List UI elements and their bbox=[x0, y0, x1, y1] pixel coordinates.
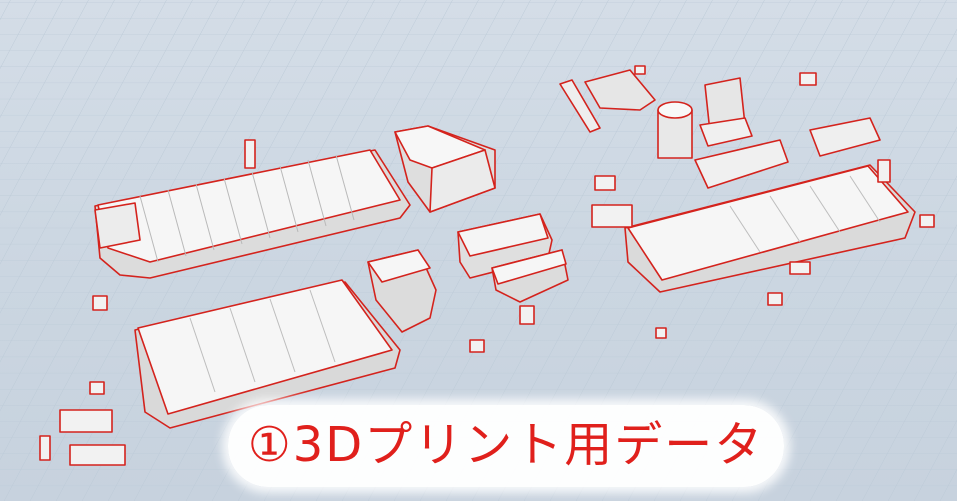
building-models[interactable] bbox=[39, 65, 935, 466]
building-group-large-factory[interactable] bbox=[94, 139, 411, 279]
building-lower-tower[interactable] bbox=[367, 249, 437, 333]
building-group-right-complex[interactable] bbox=[624, 117, 916, 293]
caption-banner: ①3Dプリント用データ bbox=[228, 405, 784, 487]
building-tower-block[interactable] bbox=[394, 125, 496, 213]
caption-title: ①3Dプリント用データ bbox=[247, 417, 765, 473]
building-cylinder-tank[interactable] bbox=[657, 101, 693, 159]
building-lower-left[interactable] bbox=[134, 279, 401, 429]
building-mid-block[interactable] bbox=[457, 213, 569, 303]
building-top-right-cluster[interactable] bbox=[559, 69, 753, 147]
small-blocks[interactable] bbox=[39, 65, 935, 466]
caption-background bbox=[228, 405, 784, 487]
